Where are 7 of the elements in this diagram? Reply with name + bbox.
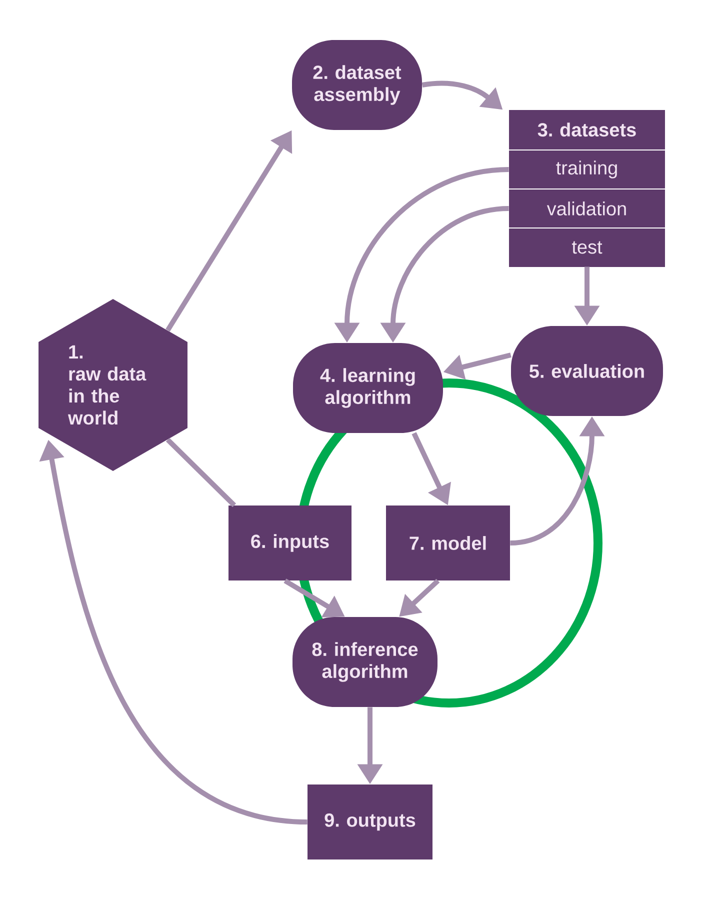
process-box: 9. outputs	[308, 784, 432, 860]
table-row: validation	[546, 202, 626, 216]
table-row: training	[556, 160, 617, 178]
table-row: test	[572, 241, 602, 254]
process-box: 6. inputs	[228, 506, 352, 580]
process-box: 7. model	[386, 506, 510, 580]
hex-block: 1. raw data in the world	[38, 299, 188, 471]
